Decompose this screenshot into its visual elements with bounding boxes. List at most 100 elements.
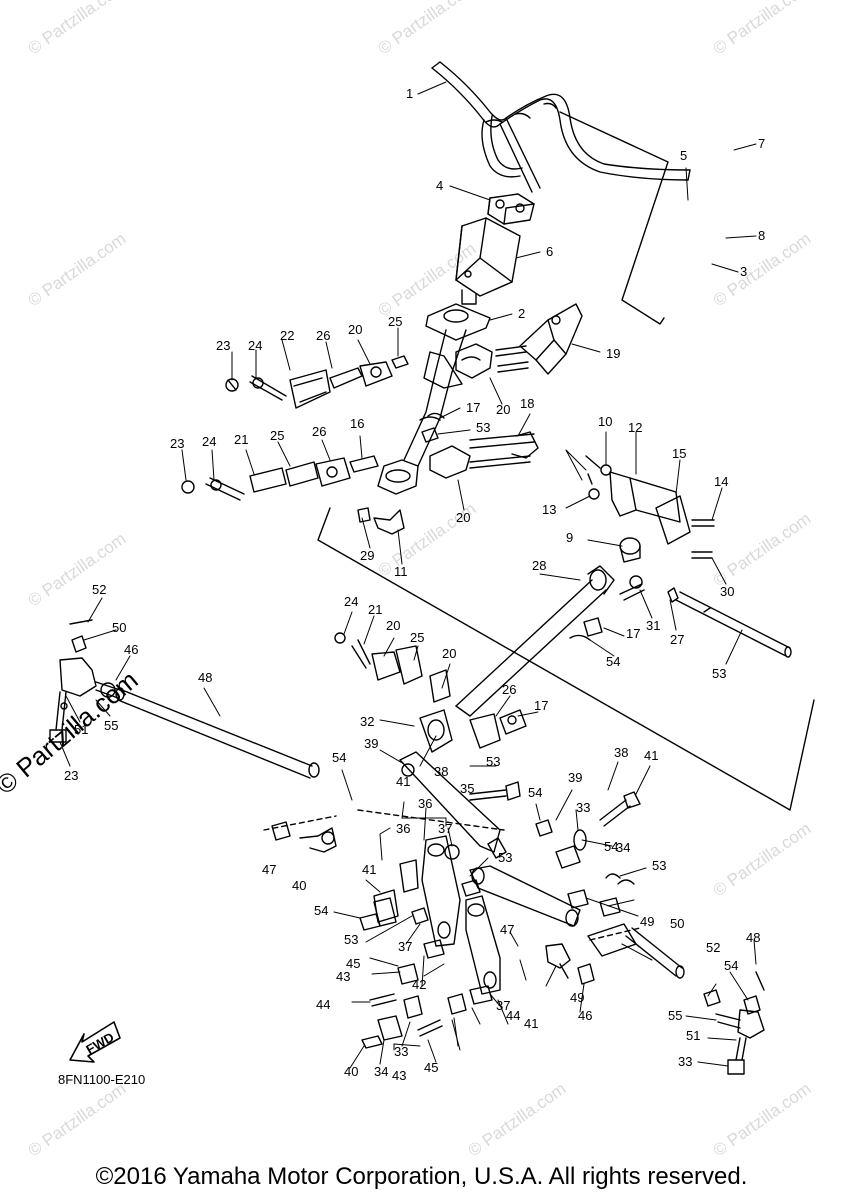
handlebar-holder — [487, 193, 535, 225]
callout-number: 22 — [280, 328, 294, 343]
callout-number: 41 — [396, 774, 410, 789]
callout-number: 18 — [520, 396, 534, 411]
relay-rod — [455, 565, 615, 717]
phantom-line-relay — [317, 507, 815, 811]
fwd-arrow-icon — [69, 1021, 121, 1063]
callout-number: 40 — [292, 878, 306, 893]
callout-number: 10 — [598, 414, 612, 429]
tie-rod-upper — [429, 431, 539, 479]
callout-number: 13 — [542, 502, 556, 517]
callout-number: 53 — [498, 850, 512, 865]
callout-number: 2 — [518, 306, 525, 321]
callout-number: 27 — [670, 632, 684, 647]
right-stack — [535, 791, 641, 917]
bushings-lower — [361, 897, 493, 1049]
arm-assembly — [419, 709, 527, 753]
nut — [583, 617, 603, 637]
callout-number: 11 — [394, 564, 408, 579]
pitman-arm-bracket — [585, 455, 715, 559]
callout-number: 46 — [124, 642, 138, 657]
collar — [619, 537, 641, 563]
ball-joint-left — [271, 821, 337, 853]
callout-number: 4 — [436, 178, 443, 193]
callout-number: 15 — [672, 446, 686, 461]
callout-number: 54 — [606, 654, 620, 669]
callout-number: 33 — [678, 1054, 692, 1069]
callout-number: 25 — [388, 314, 402, 329]
callout-number: 20 — [496, 402, 510, 417]
tie-rod-right — [587, 923, 765, 1075]
callout-number: 54 — [314, 903, 328, 918]
callout-number: 7 — [758, 136, 765, 151]
callout-number: 21 — [234, 432, 248, 447]
bracket — [519, 303, 583, 375]
callout-number: 31 — [646, 618, 660, 633]
callout-number: 33 — [576, 800, 590, 815]
clamp-bolts-upper — [455, 343, 529, 379]
callout-number: 49 — [570, 990, 584, 1005]
callout-number: 41 — [362, 862, 376, 877]
callout-number: 17 — [534, 698, 548, 713]
callout-number: 47 — [500, 922, 514, 937]
callout-number: 23 — [170, 436, 184, 451]
callout-number: 52 — [92, 582, 106, 597]
callout-number: 53 — [476, 420, 490, 435]
phantom-line — [263, 815, 337, 831]
callout-number: 51 — [74, 722, 88, 737]
nut — [421, 427, 439, 443]
copyright-notice: ©2016 Yamaha Motor Corporation, U.S.A. A… — [95, 1163, 748, 1190]
callout-number: 54 — [604, 839, 618, 854]
diagram-code: 8FN1100-E210 — [58, 1072, 146, 1087]
cotter-pin — [569, 634, 591, 641]
callout-number: 37 — [438, 821, 452, 836]
callout-number: 20 — [386, 618, 400, 633]
callout-number: 33 — [394, 1044, 408, 1059]
drag-link — [619, 575, 792, 658]
callout-number: 8 — [758, 228, 765, 243]
callout-number: 24 — [344, 594, 358, 609]
callout-number: 45 — [346, 956, 360, 971]
callout-number: 26 — [502, 682, 516, 697]
callout-number: 35 — [460, 781, 474, 796]
callout-number: 1 — [406, 86, 413, 101]
phantom-line — [357, 809, 505, 831]
tie-rod-end-upper — [357, 507, 405, 535]
callout-number: 41 — [644, 748, 658, 763]
leader-frame — [559, 111, 669, 325]
callout-number: 37 — [398, 939, 412, 954]
callout-number: 48 — [746, 930, 760, 945]
callout-number: 25 — [410, 630, 424, 645]
callout-number: 46 — [578, 1008, 592, 1023]
callout-number: 23 — [216, 338, 230, 353]
fwd-label: FWD — [83, 1029, 116, 1057]
lower-linkage — [181, 455, 379, 501]
callout-number: 53 — [652, 858, 666, 873]
callout-number: 47 — [262, 862, 276, 877]
callout-number: 26 — [316, 328, 330, 343]
callout-number: 28 — [532, 558, 546, 573]
callout-number: 54 — [724, 958, 738, 973]
callout-number: 39 — [364, 736, 378, 751]
callout-number: 14 — [714, 474, 728, 489]
phantom-line — [589, 927, 641, 941]
callout-number: 41 — [524, 1016, 538, 1031]
callout-number: 53 — [486, 754, 500, 769]
callout-number: 32 — [360, 714, 374, 729]
callout-number: 54 — [528, 785, 542, 800]
handlebar — [431, 61, 691, 193]
idler-arm — [465, 865, 581, 995]
callout-number: 17 — [626, 626, 640, 641]
center-arm — [359, 751, 521, 947]
callout-number: 54 — [332, 750, 346, 765]
callout-number: 38 — [614, 745, 628, 760]
callout-number: 6 — [546, 244, 553, 259]
upper-linkage — [225, 355, 409, 409]
callout-number: 9 — [566, 530, 573, 545]
callout-number: 38 — [434, 764, 448, 779]
callout-number: 44 — [316, 997, 330, 1012]
callout-number: 12 — [628, 420, 642, 435]
callout-number: 21 — [368, 602, 382, 617]
callout-number: 19 — [606, 346, 620, 361]
